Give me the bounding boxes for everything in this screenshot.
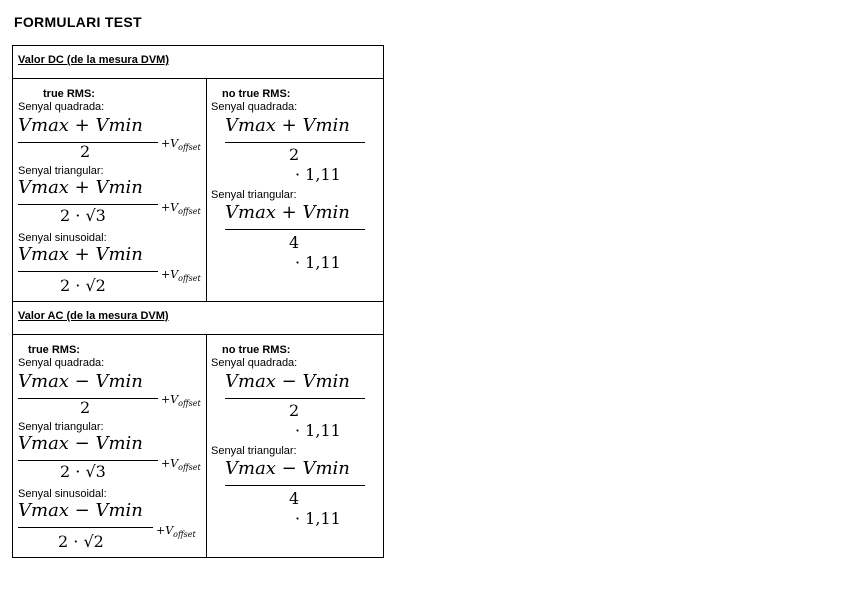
ac-true-triangular-offset: +Voffset bbox=[161, 457, 201, 473]
fraction-bar bbox=[225, 398, 365, 399]
ac-true-triangular-label: Senyal triangular: bbox=[18, 421, 104, 433]
ac-true-rms-heading: true RMS: bbox=[28, 344, 80, 356]
ac-true-rms-cell: true RMS: Senyal quadrada: Vmax − Vmin 2… bbox=[13, 335, 207, 557]
dc-true-sine-offset: +Voffset bbox=[161, 268, 201, 284]
fraction-bar bbox=[18, 527, 153, 528]
dc-true-square-offset: +Voffset bbox=[161, 137, 201, 153]
dc-no-true-rms-heading: no true RMS: bbox=[222, 88, 291, 100]
ac-header-label: Valor AC (de la mesura DVM) bbox=[18, 310, 169, 322]
ac-true-square-numerator: Vmax − Vmin bbox=[18, 371, 143, 392]
ac-no-true-rms-heading: no true RMS: bbox=[222, 344, 291, 356]
ac-no-true-triangular-factor: · 1,11 bbox=[295, 509, 341, 528]
fraction-bar bbox=[225, 142, 365, 143]
fraction-bar bbox=[18, 204, 158, 205]
ac-section-header: Valor AC (de la mesura DVM) bbox=[12, 301, 384, 335]
dc-header-label: Valor DC (de la mesura DVM) bbox=[18, 54, 169, 66]
ac-no-true-square-factor: · 1,11 bbox=[295, 421, 341, 440]
dc-true-triangular-denominator: 2 · √3 bbox=[60, 206, 106, 225]
ac-no-true-triangular-numerator: Vmax − Vmin bbox=[225, 458, 350, 479]
dc-true-triangular-numerator: Vmax + Vmin bbox=[18, 177, 143, 198]
dc-section-header: Valor DC (de la mesura DVM) bbox=[12, 45, 384, 79]
fraction-bar bbox=[18, 398, 158, 399]
ac-true-sine-offset: +Voffset bbox=[156, 524, 196, 540]
dc-no-true-triangular-numerator: Vmax + Vmin bbox=[225, 202, 350, 223]
dc-true-triangular-label: Senyal triangular: bbox=[18, 165, 104, 177]
ac-true-square-denominator: 2 bbox=[80, 398, 91, 417]
dc-no-true-square-label: Senyal quadrada: bbox=[211, 101, 298, 113]
dc-true-triangular-offset: +Voffset bbox=[161, 201, 201, 217]
dc-no-true-rms-cell: no true RMS: Senyal quadrada: Vmax + Vmi… bbox=[207, 79, 383, 301]
page-title: FORMULARI TEST bbox=[14, 14, 142, 30]
ac-true-sine-numerator: Vmax − Vmin bbox=[18, 500, 143, 521]
dc-formulas-table: true RMS: Senyal quadrada: Vmax + Vmin 2… bbox=[12, 78, 384, 302]
fraction-bar bbox=[225, 229, 365, 230]
dc-true-square-numerator: Vmax + Vmin bbox=[18, 115, 143, 136]
ac-true-sine-denominator: 2 · √2 bbox=[58, 532, 104, 551]
fraction-bar bbox=[18, 271, 158, 272]
dc-true-sine-numerator: Vmax + Vmin bbox=[18, 244, 143, 265]
dc-no-true-triangular-factor: · 1,11 bbox=[295, 253, 341, 272]
fraction-bar bbox=[225, 485, 365, 486]
ac-true-sine-label: Senyal sinusoidal: bbox=[18, 488, 107, 500]
dc-true-rms-heading: true RMS: bbox=[43, 88, 95, 100]
ac-formulas-table: true RMS: Senyal quadrada: Vmax − Vmin 2… bbox=[12, 334, 384, 558]
dc-no-true-square-denominator: 2 bbox=[289, 145, 300, 164]
ac-no-true-square-denominator: 2 bbox=[289, 401, 300, 420]
dc-no-true-triangular-denominator: 4 bbox=[289, 233, 300, 252]
ac-true-square-label: Senyal quadrada: bbox=[18, 357, 105, 369]
ac-no-true-triangular-denominator: 4 bbox=[289, 489, 300, 508]
dc-no-true-square-numerator: Vmax + Vmin bbox=[225, 115, 350, 136]
fraction-bar bbox=[18, 142, 158, 143]
ac-true-triangular-denominator: 2 · √3 bbox=[60, 462, 106, 481]
ac-true-triangular-numerator: Vmax − Vmin bbox=[18, 433, 143, 454]
fraction-bar bbox=[18, 460, 158, 461]
ac-no-true-rms-cell: no true RMS: Senyal quadrada: Vmax − Vmi… bbox=[207, 335, 383, 557]
dc-true-square-denominator: 2 bbox=[80, 142, 91, 161]
ac-no-true-square-numerator: Vmax − Vmin bbox=[225, 371, 350, 392]
dc-no-true-triangular-label: Senyal triangular: bbox=[211, 189, 297, 201]
dc-true-sine-label: Senyal sinusoidal: bbox=[18, 232, 107, 244]
dc-no-true-square-factor: · 1,11 bbox=[295, 165, 341, 184]
ac-true-square-offset: +Voffset bbox=[161, 393, 201, 409]
ac-no-true-triangular-label: Senyal triangular: bbox=[211, 445, 297, 457]
dc-true-square-label: Senyal quadrada: bbox=[18, 101, 105, 113]
dc-true-sine-denominator: 2 · √2 bbox=[60, 276, 106, 295]
dc-true-rms-cell: true RMS: Senyal quadrada: Vmax + Vmin 2… bbox=[13, 79, 207, 301]
ac-no-true-square-label: Senyal quadrada: bbox=[211, 357, 298, 369]
